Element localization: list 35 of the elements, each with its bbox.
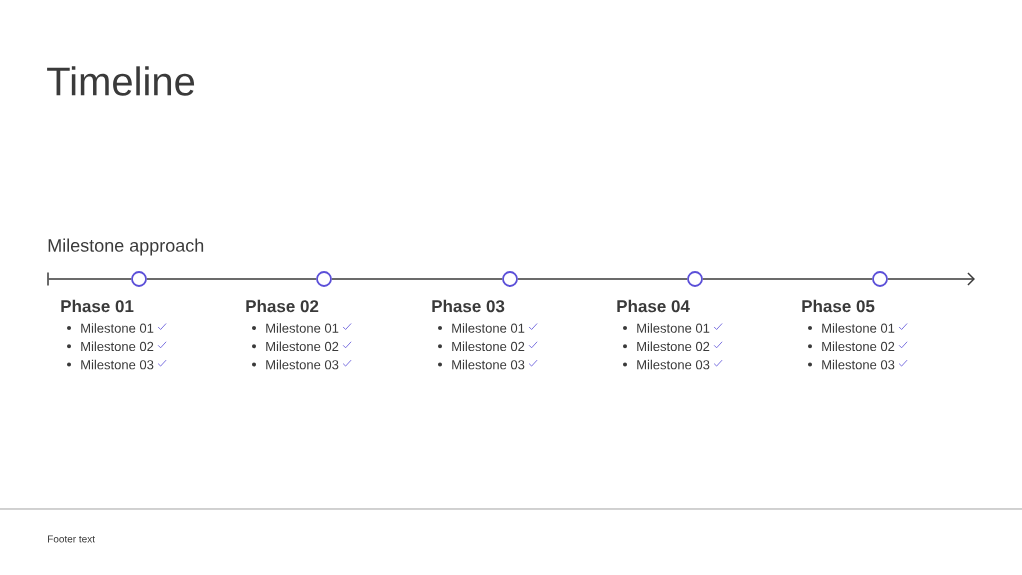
milestone-circle (316, 271, 332, 287)
phase-heading: Phase 03 (432, 299, 505, 313)
title: Timeline (47, 66, 195, 96)
section-heading: Milestone approach (48, 238, 204, 256)
milestone-item: Milestone 02 (637, 341, 710, 352)
milestone-item: Milestone 02 (822, 341, 895, 352)
timeline-line (887, 272, 975, 286)
milestone-item: Milestone 03 (266, 359, 339, 370)
milestone-circle (131, 271, 147, 287)
milestone-circle (872, 271, 888, 287)
milestone-item: Milestone 03 (822, 359, 895, 370)
phase-heading: Phase 01 (61, 299, 134, 313)
phase-heading: Phase 05 (802, 299, 875, 313)
milestone-item: Milestone 02 (266, 341, 339, 352)
milestone-item: Milestone 01 (266, 323, 339, 333)
phase-heading: Phase 02 (246, 299, 319, 313)
timeline-line (702, 278, 873, 280)
timeline-line (48, 278, 132, 280)
timeline-line (517, 278, 688, 280)
milestone-item: Milestone 03 (81, 359, 154, 370)
milestone-item: Milestone 01 (452, 323, 525, 333)
milestone-circle (502, 271, 518, 287)
milestone-item: Milestone 01 (822, 323, 895, 333)
milestone-item: Milestone 02 (452, 341, 525, 352)
phase-heading: Phase 04 (617, 299, 690, 313)
milestone-item: Milestone 01 (81, 323, 154, 333)
milestone-item: Milestone 01 (637, 323, 710, 333)
start-tick (47, 271, 49, 287)
milestone-item: Milestone 03 (637, 359, 710, 370)
footer-text: Footer text (48, 535, 95, 543)
milestone-item: Milestone 03 (452, 359, 525, 370)
milestone-circle (687, 271, 703, 287)
milestone-item: Milestone 02 (81, 341, 154, 352)
timeline-line (331, 278, 503, 280)
timeline-line (146, 278, 317, 280)
